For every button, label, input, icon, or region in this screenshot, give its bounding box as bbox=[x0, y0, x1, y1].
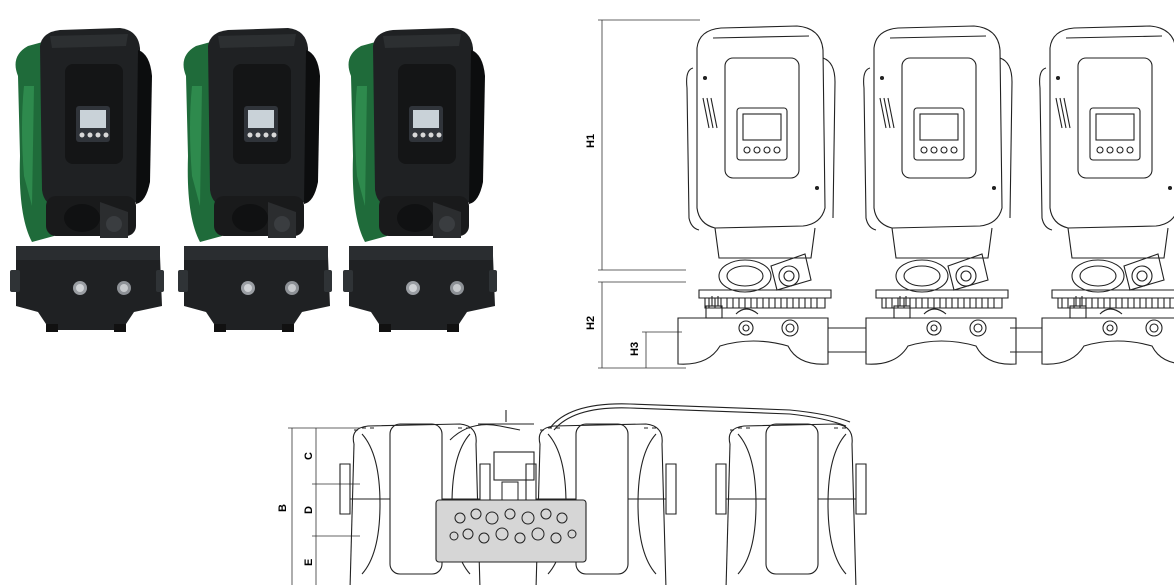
pump-photo-3 bbox=[343, 28, 497, 332]
pump-photo-2 bbox=[178, 28, 332, 332]
dim-label-c: C bbox=[303, 452, 315, 460]
connecting-pipes bbox=[449, 403, 851, 481]
pump-top-3 bbox=[715, 423, 867, 585]
dim-label-d: D bbox=[303, 506, 315, 514]
dimension-lines bbox=[598, 19, 700, 369]
dim-label-h3: H3 bbox=[629, 342, 641, 356]
pump-photos-svg bbox=[10, 28, 497, 332]
top-view-drawing: B C D E bbox=[270, 400, 890, 585]
dim-label-h2: H2 bbox=[585, 316, 597, 330]
dim-label-e: E bbox=[303, 559, 315, 566]
front-view-drawing: H1 H2 H3 bbox=[585, 0, 1174, 372]
dim-label-b: B bbox=[277, 504, 289, 512]
pump-front-3 bbox=[1039, 25, 1174, 309]
control-module bbox=[435, 481, 587, 563]
top-view-svg: B C D E bbox=[277, 403, 867, 585]
dim-label-h1: H1 bbox=[585, 134, 597, 148]
pump-photos bbox=[0, 0, 500, 340]
pump-front-1 bbox=[686, 25, 836, 309]
top-dimension-lines bbox=[288, 427, 360, 585]
front-view-svg: H1 H2 H3 bbox=[585, 19, 1174, 369]
pump-photo-1 bbox=[10, 28, 164, 332]
pump-front-2 bbox=[863, 25, 1013, 309]
